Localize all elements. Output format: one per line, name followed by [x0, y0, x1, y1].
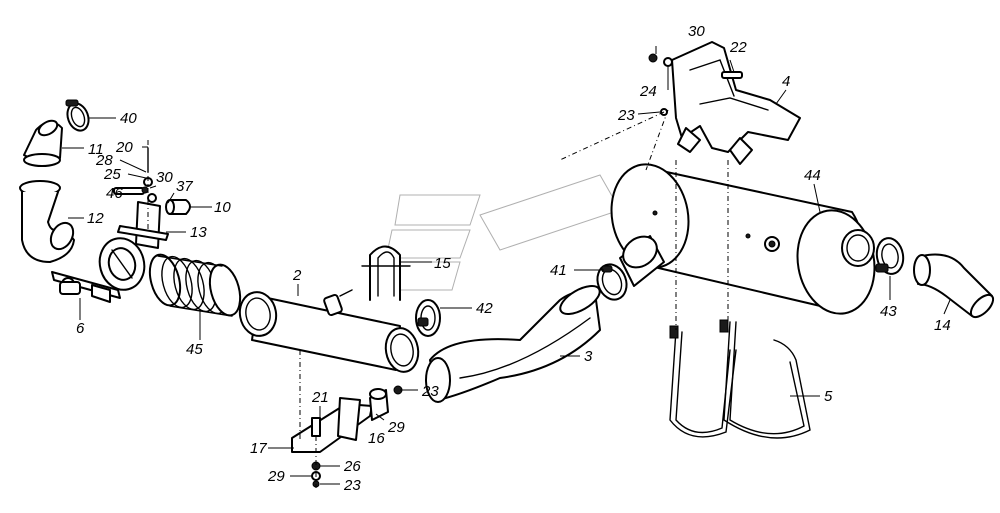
label-44: 44	[804, 167, 821, 184]
label-37: 37	[176, 178, 193, 195]
label-10: 10	[214, 199, 231, 216]
center-lines	[147, 109, 729, 488]
label-2: 2	[292, 267, 302, 284]
label-4: 4	[782, 73, 790, 90]
pipe-2	[238, 291, 420, 373]
label-21: 21	[311, 389, 329, 406]
straps-5	[669, 319, 811, 439]
label-20: 20	[115, 139, 133, 156]
label-46: 46	[106, 185, 123, 202]
label-29-bottom: 29	[267, 468, 285, 485]
u-bolt-15	[361, 245, 411, 301]
label-30-top: 30	[688, 23, 705, 40]
muffler-inlet	[619, 235, 665, 287]
label-41: 41	[550, 262, 567, 279]
tailpipe-14	[913, 253, 995, 319]
label-11: 11	[88, 141, 104, 158]
label-24: 24	[639, 83, 657, 100]
pipe-12	[19, 180, 75, 263]
label-17: 17	[250, 440, 267, 457]
label-23-bottom: 23	[343, 477, 361, 494]
label-25: 25	[103, 166, 121, 183]
leader-lines	[62, 46, 951, 485]
bracket-4	[671, 41, 801, 165]
label-13: 13	[190, 224, 207, 241]
label-42: 42	[476, 300, 493, 317]
elbow-11	[23, 119, 63, 167]
clamp-41	[596, 263, 628, 301]
watermark	[377, 174, 621, 291]
sensor-boss	[323, 289, 353, 317]
muffler-44	[610, 163, 876, 315]
label-45: 45	[186, 341, 203, 358]
bellows-45	[148, 253, 242, 317]
label-40: 40	[120, 110, 137, 127]
label-22: 22	[729, 39, 747, 56]
label-23-top: 23	[617, 107, 635, 124]
label-6: 6	[76, 320, 85, 337]
label-26: 26	[343, 458, 361, 475]
part-labels: 40 11 12 6 20 28 25 46 30 37 10 13 45 2 …	[76, 23, 951, 494]
bracket-6	[51, 271, 121, 303]
label-14: 14	[934, 317, 951, 334]
cap-10	[165, 199, 191, 215]
label-5: 5	[824, 388, 833, 405]
fasteners-top	[648, 53, 743, 116]
label-16: 16	[368, 430, 385, 447]
flange	[98, 237, 146, 291]
clamp-40	[65, 99, 90, 132]
clamp-42	[415, 299, 441, 337]
clamp-43	[875, 237, 905, 275]
label-12: 12	[87, 210, 104, 227]
label-28: 28	[95, 152, 113, 169]
pipe-3	[425, 285, 601, 403]
isolator-16	[369, 385, 403, 421]
label-29-center: 29	[387, 419, 405, 436]
label-30-left: 30	[156, 169, 173, 186]
label-23-center: 23	[421, 383, 439, 400]
label-43: 43	[880, 303, 897, 320]
label-15: 15	[434, 255, 451, 272]
label-3: 3	[584, 348, 593, 365]
